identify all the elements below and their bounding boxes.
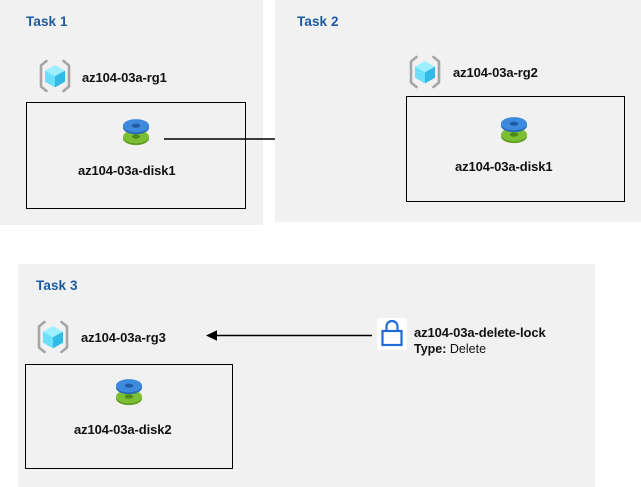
task-3-lock-type-key: Type: xyxy=(414,342,447,356)
task-1-disk-label: az104-03a-disk1 xyxy=(78,163,176,178)
resource-group-icon xyxy=(36,57,74,95)
task-3-lock-label: az104-03a-delete-lock xyxy=(414,325,546,340)
task-1-title: Task 1 xyxy=(26,14,68,29)
task-1-resource-box xyxy=(26,102,246,209)
task-1-resource-group-label: az104-03a-rg1 xyxy=(82,70,167,85)
lock-assignment-arrow xyxy=(206,326,372,346)
task-2-resource-group-label: az104-03a-rg2 xyxy=(453,65,538,80)
task-3-lock-type: Type: Delete xyxy=(414,342,486,356)
task-3-title: Task 3 xyxy=(36,278,78,293)
task-3-panel xyxy=(18,264,595,487)
task-2-disk-label: az104-03a-disk1 xyxy=(455,159,553,174)
managed-disk-icon xyxy=(117,113,155,151)
managed-disk-icon xyxy=(495,111,533,149)
task-3-resource-box xyxy=(25,364,233,469)
task-2-panel xyxy=(275,0,641,222)
lock-icon xyxy=(377,318,407,350)
task-3-resource-group-label: az104-03a-rg3 xyxy=(81,330,166,345)
resource-group-icon xyxy=(406,53,444,91)
task-3-disk-label: az104-03a-disk2 xyxy=(74,422,172,437)
managed-disk-icon xyxy=(110,373,148,411)
resource-group-icon xyxy=(34,318,72,356)
task-2-resource-box xyxy=(406,96,625,202)
task-2-title: Task 2 xyxy=(297,14,339,29)
task-1-panel xyxy=(0,0,263,225)
task-3-lock-type-value: Delete xyxy=(449,342,487,356)
